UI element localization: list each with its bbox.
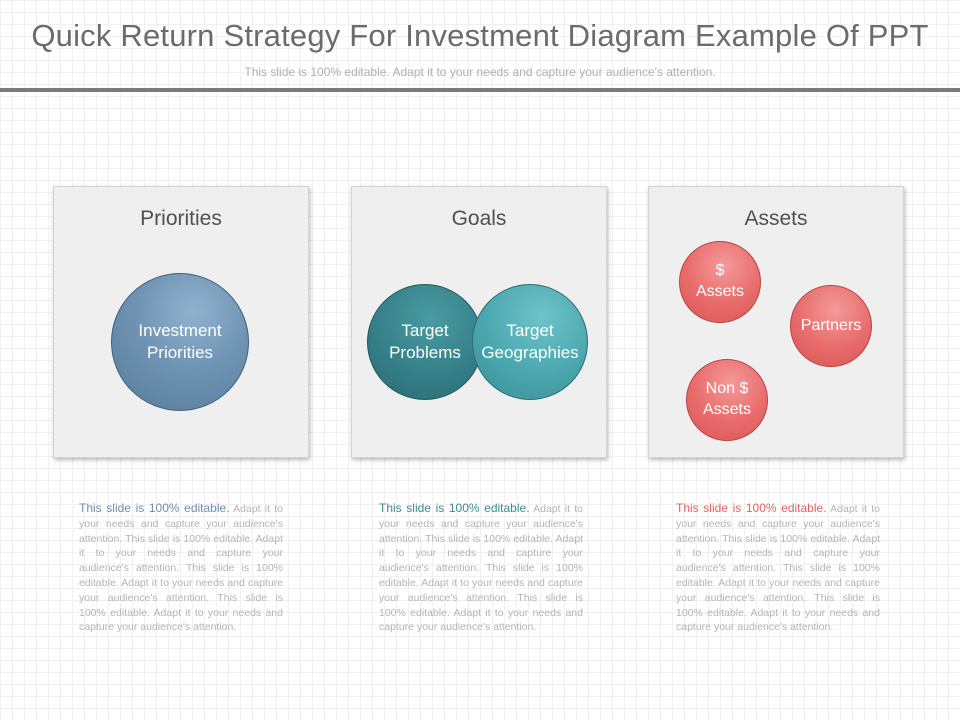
description-body: Adapt it to your needs and capture your … [379, 503, 583, 634]
description-priorities: This slide is 100% editable. Adapt it to… [79, 501, 283, 635]
panel-assets: Assets $ Assets Partners Non $ Assets [648, 186, 904, 458]
description-body: Adapt it to your needs and capture your … [676, 503, 880, 634]
panel-goals: Goals Target Problems Target Geographies [351, 186, 607, 458]
panel-title-goals: Goals [451, 207, 507, 230]
circle-target-geographies: Target Geographies [472, 284, 588, 400]
circle-non-dollar-assets: Non $ Assets [686, 359, 768, 441]
panel-title-priorities: Priorities [140, 207, 222, 230]
description-goals: This slide is 100% editable. Adapt it to… [379, 501, 583, 635]
panel-priorities: Priorities Investment Priorities [53, 186, 309, 458]
description-lead: This slide is 100% editable. [79, 501, 230, 515]
circle-partners: Partners [790, 285, 872, 367]
circle-target-problems: Target Problems [367, 284, 483, 400]
title-divider [0, 88, 960, 92]
circle-dollar-assets: $ Assets [679, 241, 761, 323]
circle-investment-priorities: Investment Priorities [111, 273, 249, 411]
description-body: Adapt it to your needs and capture your … [79, 503, 283, 634]
panel-title-assets: Assets [744, 207, 808, 230]
description-lead: This slide is 100% editable. [379, 501, 530, 515]
description-assets: This slide is 100% editable. Adapt it to… [676, 501, 880, 635]
slide-title: Quick Return Strategy For Investment Dia… [31, 18, 929, 53]
description-lead: This slide is 100% editable. [676, 501, 827, 515]
slide-subtitle: This slide is 100% editable. Adapt it to… [244, 65, 716, 79]
